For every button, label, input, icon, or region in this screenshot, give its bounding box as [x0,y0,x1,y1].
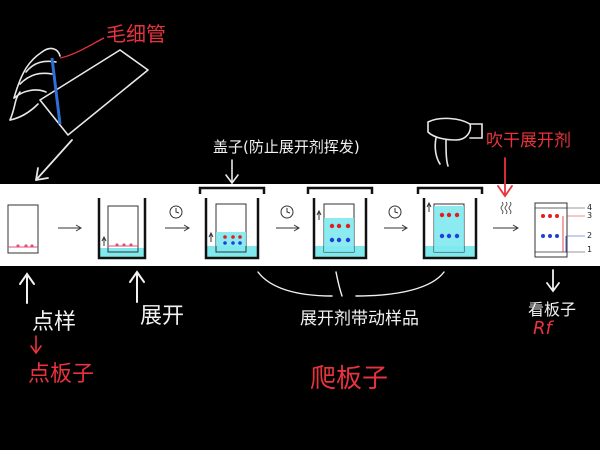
flow-arrow [276,224,300,232]
spotting-label: 点样 [32,310,77,335]
drying-wave-icon [500,201,512,215]
developing-arrow [129,270,145,303]
flow-arrow [165,224,190,232]
spot-number: 2 [587,231,593,240]
step2-chamber [97,198,147,260]
flow-arrow [384,224,408,232]
sample-spot [30,244,34,248]
spotting-arrow [19,272,35,304]
read-plate-arrow [546,269,560,293]
flow-arrow [493,224,519,232]
capillary-pointer-line [59,37,105,59]
hair-dryer-icon [427,117,483,167]
carry-note-label: 展开剂带动样品 [300,309,419,329]
dry-note-label: 吹干展开剂 [486,131,571,151]
read-plate-label: 看板子 [528,300,577,319]
dry-arrow [497,157,513,198]
lid-annotation-arrow [225,159,239,185]
hand-to-strip-arrow [35,139,73,181]
flow-arrow [58,224,82,232]
spot-number: 1 [587,245,593,254]
rf-label: Rf [533,318,552,339]
developing-label: 展开 [140,304,185,329]
spot-number: 4 [587,203,593,212]
spotting-alt-arrow [30,335,42,355]
step3-chamber-with-lid [198,186,266,260]
step6-developed-plate [534,202,585,258]
capillary-label: 毛细管 [106,22,166,46]
spotting-alt-label: 点板子 [28,362,95,387]
hand-with-capillary-sketch [9,47,149,136]
step1-spotted-plate [7,204,39,254]
clock-icon [280,205,294,219]
step4-chamber-with-lid [306,186,374,260]
spot-number: 3 [587,211,593,220]
chamber-lid [198,186,266,194]
capillary-tube [50,57,62,125]
carry-bracket [257,271,445,297]
clock-icon [169,205,183,219]
sample-spot [24,244,28,248]
step5-chamber-with-lid [416,186,484,260]
clock-icon [388,205,402,219]
sample-spot [16,244,20,248]
climb-label: 爬板子 [310,364,389,394]
lid-note-label: 盖子(防止展开剂挥发) [213,138,360,156]
